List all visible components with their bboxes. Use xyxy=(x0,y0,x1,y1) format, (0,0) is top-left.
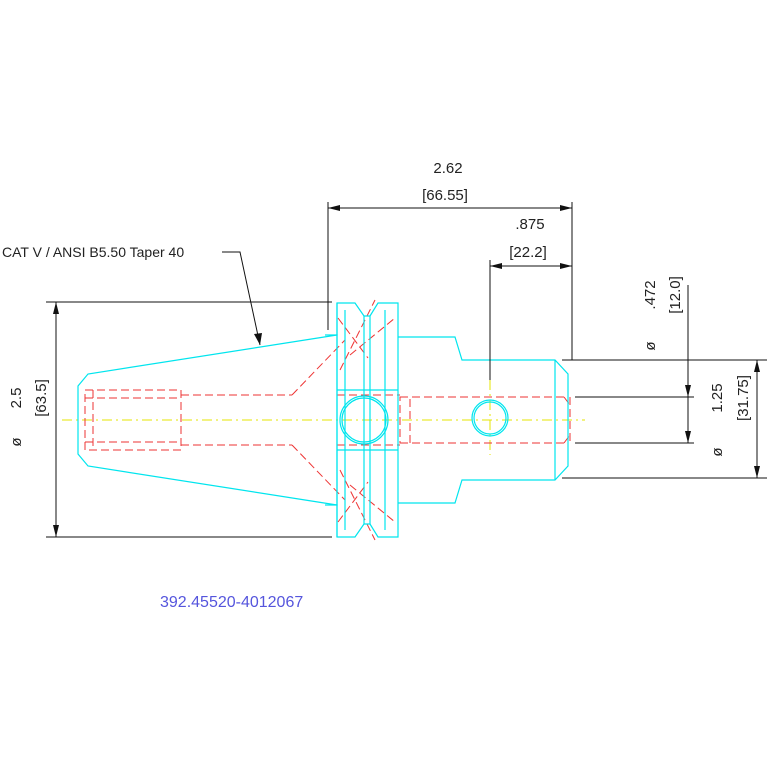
shank-dia-mm: [31.75] xyxy=(735,375,752,421)
shank-dia-symbol: ø xyxy=(709,447,726,456)
part-number: 392.45520-4012067 xyxy=(160,594,303,611)
bore-end-chamfer-bottom xyxy=(563,434,571,444)
flange-hatch-3 xyxy=(337,481,369,523)
flange-hatch-4 xyxy=(349,484,396,523)
arrow-ol-right xyxy=(560,205,572,211)
bore-dia-symbol: ø xyxy=(642,341,659,350)
bore-step xyxy=(399,396,411,444)
drive-key-hole xyxy=(339,395,389,445)
arrowheads xyxy=(53,205,760,537)
cone-bottom xyxy=(291,444,346,501)
flange-hatch-5 xyxy=(339,469,376,541)
neck-shank xyxy=(398,336,569,504)
arrow-bd-top xyxy=(685,385,691,397)
arrow-sd-top xyxy=(754,360,760,372)
flange-hatch-6 xyxy=(339,299,376,371)
shank-length-in: .875 xyxy=(515,216,544,233)
hidden-lines xyxy=(84,299,571,541)
arrow-sl-left xyxy=(490,263,502,269)
taper-label: CAT V / ANSI B5.50 Taper 40 xyxy=(2,244,184,260)
taper-dia-in: 2.5 xyxy=(8,388,25,409)
arrow-td-bottom xyxy=(53,525,59,537)
set-screw-hole xyxy=(471,399,509,437)
bore-dia-mm: [12.0] xyxy=(667,276,684,314)
bore-end-chamfer-top xyxy=(563,396,571,406)
overall-length-mm: [66.55] xyxy=(422,187,468,204)
taper-dia-mm: [63.5] xyxy=(33,379,50,417)
arrow-leader xyxy=(254,333,262,345)
dimension-texts: 2.62 [66.55] .875 [22.2] 2.5 [63.5] ø .4… xyxy=(8,160,752,457)
pullstud-bore xyxy=(84,389,182,451)
arrow-sl-right xyxy=(560,263,572,269)
dimension-lines xyxy=(46,202,767,538)
set-screw-hole-inner xyxy=(473,401,507,435)
arrow-bd-bottom xyxy=(685,431,691,443)
flange-body xyxy=(325,302,399,538)
shank-dia-in: 1.25 xyxy=(709,383,726,412)
arrow-td-top xyxy=(53,302,59,314)
cone-top xyxy=(291,339,346,396)
bore-dia-in: .472 xyxy=(642,280,659,309)
taper-dia-symbol: ø xyxy=(8,437,25,446)
taper-leader xyxy=(222,251,261,346)
arrow-ol-left xyxy=(328,205,340,211)
flange-hatch-1 xyxy=(337,317,369,359)
overall-length-in: 2.62 xyxy=(433,160,462,177)
part-outline xyxy=(77,302,569,538)
shank-length-mm: [22.2] xyxy=(509,244,547,261)
arrow-sd-bottom xyxy=(754,466,760,478)
drive-key-hole-inner xyxy=(341,397,387,443)
flange-hatch-2 xyxy=(349,317,396,356)
